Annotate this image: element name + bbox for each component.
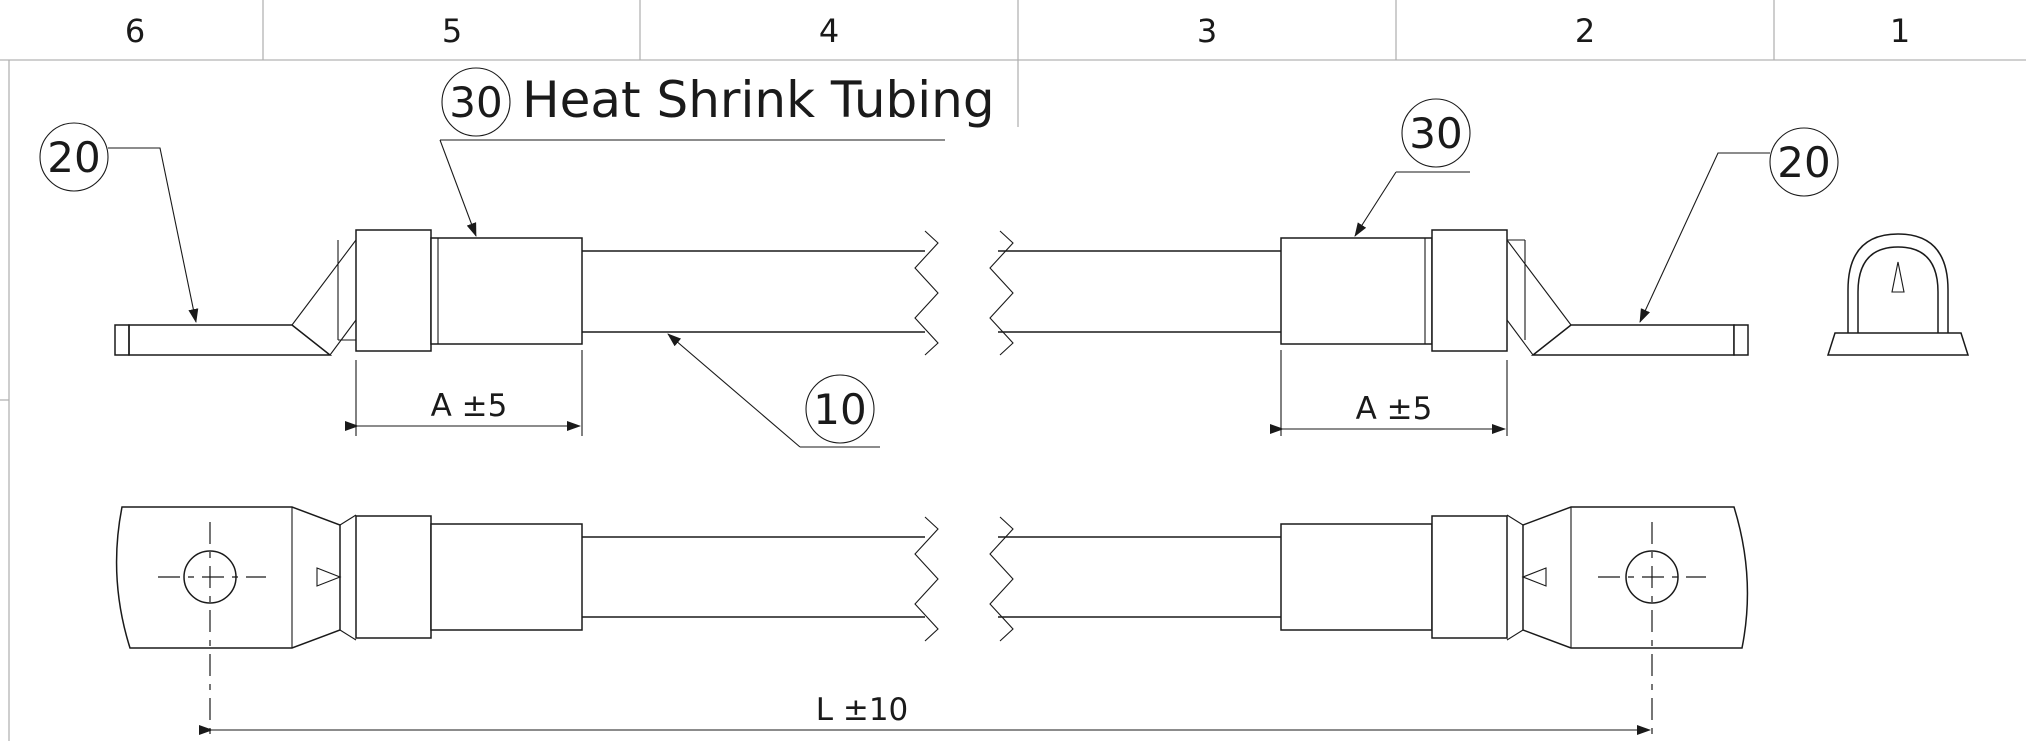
zone-labels: 6 5 4 3 2 1 xyxy=(125,12,1910,50)
balloon-30-right-label: 30 xyxy=(1409,109,1462,158)
end-view xyxy=(1826,233,1970,356)
zone-label-1: 1 xyxy=(1890,12,1910,50)
balloon-10-label: 10 xyxy=(813,385,866,434)
zone-label-3: 3 xyxy=(1197,12,1217,50)
balloon-30-left-label: 30 xyxy=(449,78,502,127)
heat-shrink-tubing-note: Heat Shrink Tubing xyxy=(522,71,995,129)
dimension-l: L ±10 xyxy=(199,692,1651,735)
zone-label-2: 2 xyxy=(1575,12,1595,50)
balloon-20-right: 20 xyxy=(1639,127,1839,323)
zone-label-4: 4 xyxy=(819,12,839,50)
dimension-l-label: L ±10 xyxy=(816,692,909,728)
zone-label-6: 6 xyxy=(125,12,145,50)
zone-label-5: 5 xyxy=(442,12,462,50)
dimension-a-right-label: A ±5 xyxy=(1356,391,1433,427)
balloon-30-left: 30 Heat Shrink Tubing xyxy=(439,67,995,237)
balloon-20-right-label: 20 xyxy=(1777,138,1830,187)
side-view xyxy=(114,229,1749,356)
balloon-20-left: 20 xyxy=(39,122,199,323)
balloon-20-left-label: 20 xyxy=(47,133,100,182)
dimension-a-right: A ±5 xyxy=(1270,350,1508,436)
balloon-30-right: 30 xyxy=(1354,98,1471,237)
dimension-a-left: A ±5 xyxy=(345,350,583,436)
top-view xyxy=(115,506,1749,740)
dimension-a-left-label: A ±5 xyxy=(431,388,508,424)
balloon-10: 10 xyxy=(667,333,880,448)
